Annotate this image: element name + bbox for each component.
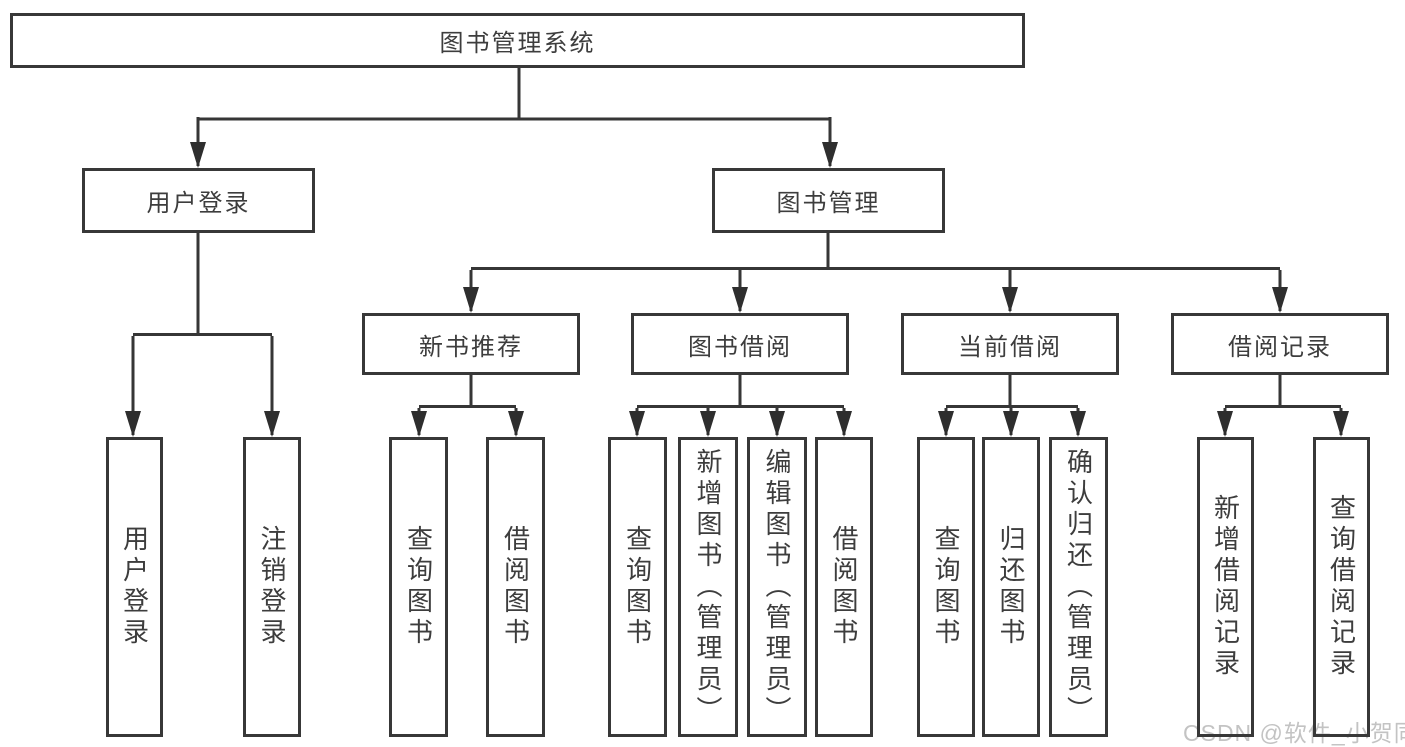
node-cb-confirm: 确认归还（管理员） — [1049, 437, 1108, 737]
node-bb-edit: 编辑图书（管理员） — [747, 437, 807, 737]
node-new-book-rec: 新书推荐 — [362, 313, 580, 375]
connector-book-borrow-trunk — [637, 375, 844, 408]
node-bb-query-label: 查询图书 — [622, 525, 653, 649]
node-logout-label: 注销登录 — [257, 525, 287, 649]
node-cb-query: 查询图书 — [917, 437, 975, 737]
node-bb-borrow: 借阅图书 — [815, 437, 873, 737]
node-bb-add-label: 新增图书（管理员） — [693, 447, 723, 727]
node-user-login-label: 用户登录 — [146, 190, 251, 217]
node-root: 图书管理系统 — [10, 13, 1025, 68]
connector-new-book-rec-trunk — [419, 375, 516, 408]
node-borrow-record: 借阅记录 — [1171, 313, 1389, 375]
node-br-add-label: 新增借阅记录 — [1210, 494, 1241, 680]
node-current-borrow: 当前借阅 — [901, 313, 1119, 375]
node-cb-return-label: 归还图书 — [996, 525, 1026, 649]
node-bb-borrow-label: 借阅图书 — [829, 525, 859, 649]
node-borrow-record-label: 借阅记录 — [1228, 333, 1332, 361]
node-root-label: 图书管理系统 — [439, 30, 596, 57]
node-cb-confirm-label: 确认归还（管理员） — [1063, 447, 1094, 727]
node-br-add: 新增借阅记录 — [1197, 437, 1254, 737]
node-login: 用户登录 — [106, 437, 163, 737]
node-br-query-label: 查询借阅记录 — [1326, 494, 1357, 680]
connector-user-login-trunk — [133, 233, 272, 336]
connector-book-mgmt-trunk — [471, 233, 1280, 270]
node-br-query: 查询借阅记录 — [1313, 437, 1370, 737]
node-nbr-borrow: 借阅图书 — [486, 437, 545, 737]
node-login-label: 用户登录 — [119, 525, 150, 649]
node-current-borrow-label: 当前借阅 — [958, 333, 1062, 361]
node-cb-query-label: 查询图书 — [931, 525, 961, 649]
node-logout: 注销登录 — [243, 437, 301, 737]
node-book-mgmt-label: 图书管理 — [776, 190, 881, 217]
node-cb-return: 归还图书 — [982, 437, 1040, 737]
node-bb-query: 查询图书 — [608, 437, 667, 737]
node-book-borrow-label: 图书借阅 — [688, 333, 792, 361]
node-book-borrow: 图书借阅 — [631, 313, 849, 375]
csdn-watermark: CSDN @软件_小贺同学 — [1183, 720, 1405, 746]
node-bb-edit-label: 编辑图书（管理员） — [762, 447, 792, 727]
node-bb-add: 新增图书（管理员） — [678, 437, 738, 737]
node-user-login: 用户登录 — [82, 168, 315, 233]
node-new-book-rec-label: 新书推荐 — [419, 333, 523, 361]
node-nbr-borrow-label: 借阅图书 — [500, 525, 531, 649]
node-nbr-query: 查询图书 — [389, 437, 448, 737]
node-book-mgmt: 图书管理 — [712, 168, 945, 233]
connector-root-trunk — [196, 68, 832, 121]
connector-borrow-record-trunk — [1225, 375, 1341, 408]
node-nbr-query-label: 查询图书 — [403, 525, 434, 649]
connector-current-borrow-trunk — [946, 375, 1078, 408]
